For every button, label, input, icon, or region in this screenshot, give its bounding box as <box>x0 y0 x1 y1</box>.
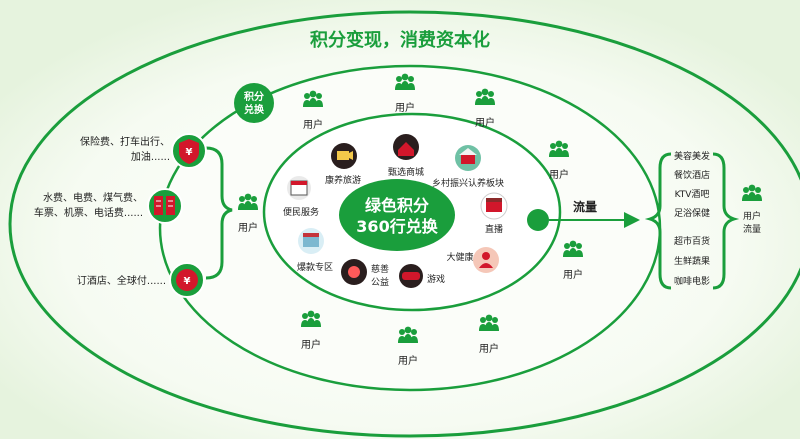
svg-text:游戏: 游戏 <box>427 273 445 285</box>
user-label: 用户 <box>563 268 583 281</box>
left-item-line: 订酒店、全球付...... <box>77 274 166 287</box>
right-user-line-1: 用户 <box>743 210 761 222</box>
store-icon <box>303 236 319 247</box>
yen-card-icon <box>176 269 198 291</box>
right-list-item: 超市百货 <box>674 235 710 247</box>
right-list-item: 生鲜蔬果 <box>674 255 710 267</box>
farm-icon <box>461 154 475 164</box>
video-icon <box>337 151 349 160</box>
diagram-title: 积分变现，消费资本化 <box>310 29 490 51</box>
user-label: 用户 <box>479 342 499 355</box>
bills-icon <box>154 196 175 215</box>
inner-node-charity: 慈善 公益 <box>341 259 389 288</box>
svg-text:爆款专区: 爆款专区 <box>297 261 333 273</box>
outer-ellipse <box>8 10 800 438</box>
left-brace <box>205 146 233 280</box>
inner-node-health: 大健康 <box>446 247 499 273</box>
svg-text:¥: ¥ <box>184 276 191 287</box>
person-icon <box>482 252 490 260</box>
right-list-item: 美容美发 <box>674 150 710 162</box>
user-label: 用户 <box>238 221 258 234</box>
user-label: 用户 <box>549 168 569 181</box>
left-item-insurance: ¥ 保险费、打车出行、 加油...... <box>80 133 207 169</box>
badge-line-1: 积分 <box>244 90 264 103</box>
charity-icon <box>348 266 360 278</box>
svg-text:¥: ¥ <box>186 147 193 158</box>
flow-label: 流量 <box>573 199 597 214</box>
left-item-hotel: ¥ 订酒店、全球付...... <box>77 262 205 298</box>
user-label: 用户 <box>395 101 415 114</box>
right-user-flow: 用户 流量 <box>742 184 762 235</box>
left-item-line: 水费、电费、煤气费、 <box>43 191 143 204</box>
user-label: 用户 <box>301 338 321 351</box>
right-list-item: 餐饮酒店 <box>674 169 710 181</box>
yen-shield-icon <box>179 139 199 164</box>
right-list-item: KTV酒吧 <box>675 189 710 200</box>
svg-text:大健康: 大健康 <box>446 251 473 263</box>
svg-text:甄选商城: 甄选商城 <box>388 166 424 178</box>
inner-node-mall: 甄选商城 <box>388 134 424 178</box>
left-item-bills: 水费、电费、煤气费、 车票、机票、电话费...... <box>34 188 183 224</box>
center-line-1: 绿色积分 <box>365 196 429 215</box>
user-label: 用户 <box>303 118 323 131</box>
badge-line-2: 兑换 <box>244 103 265 116</box>
left-item-line: 加油...... <box>131 150 170 163</box>
gamepad-icon <box>402 272 420 280</box>
inner-node-rural: 乡村振兴认养板块 <box>432 145 504 189</box>
inner-node-travel: 康养旅游 <box>325 143 361 186</box>
svg-text:乡村振兴认养板块: 乡村振兴认养板块 <box>432 177 504 189</box>
right-list-item: 足浴保健 <box>674 207 710 219</box>
charity-line-2: 公益 <box>371 276 389 288</box>
svg-text:康养旅游: 康养旅游 <box>325 174 361 186</box>
house-icon <box>398 142 414 156</box>
flow-arrow: 流量 <box>527 199 640 231</box>
right-list-item: 咖啡电影 <box>674 275 710 287</box>
inner-node-game: 游戏 <box>399 264 445 288</box>
inner-node-hot: 爆款专区 <box>297 228 333 273</box>
right-brace-left <box>644 152 672 290</box>
svg-text:直播: 直播 <box>485 223 503 235</box>
user-label: 用户 <box>475 116 495 129</box>
charity-line-1: 慈善 <box>371 263 389 275</box>
center-line-2: 360行兑换 <box>356 217 438 236</box>
user-label: 用户 <box>398 354 418 367</box>
right-brace-right <box>712 152 740 290</box>
right-list: 美容美发 餐饮酒店 KTV酒吧 足浴保健 超市百货 生鲜蔬果 咖啡电影 <box>674 150 710 287</box>
center-hub: 绿色积分 360行兑换 <box>339 179 455 251</box>
shop-icon <box>486 201 502 212</box>
inner-node-live: 直播 <box>480 192 508 235</box>
user-ring: 用户 用户 用户 用户 用户 用户 用户 用户 用户 <box>238 73 583 367</box>
exchange-badge: 积分 兑换 <box>234 83 274 123</box>
inner-node-service: 便民服务 <box>283 176 319 218</box>
svg-text:便民服务: 便民服务 <box>283 206 319 218</box>
left-item-line: 车票、机票、电话费...... <box>34 206 143 219</box>
right-user-line-2: 流量 <box>743 223 761 235</box>
left-item-line: 保险费、打车出行、 <box>80 135 170 148</box>
